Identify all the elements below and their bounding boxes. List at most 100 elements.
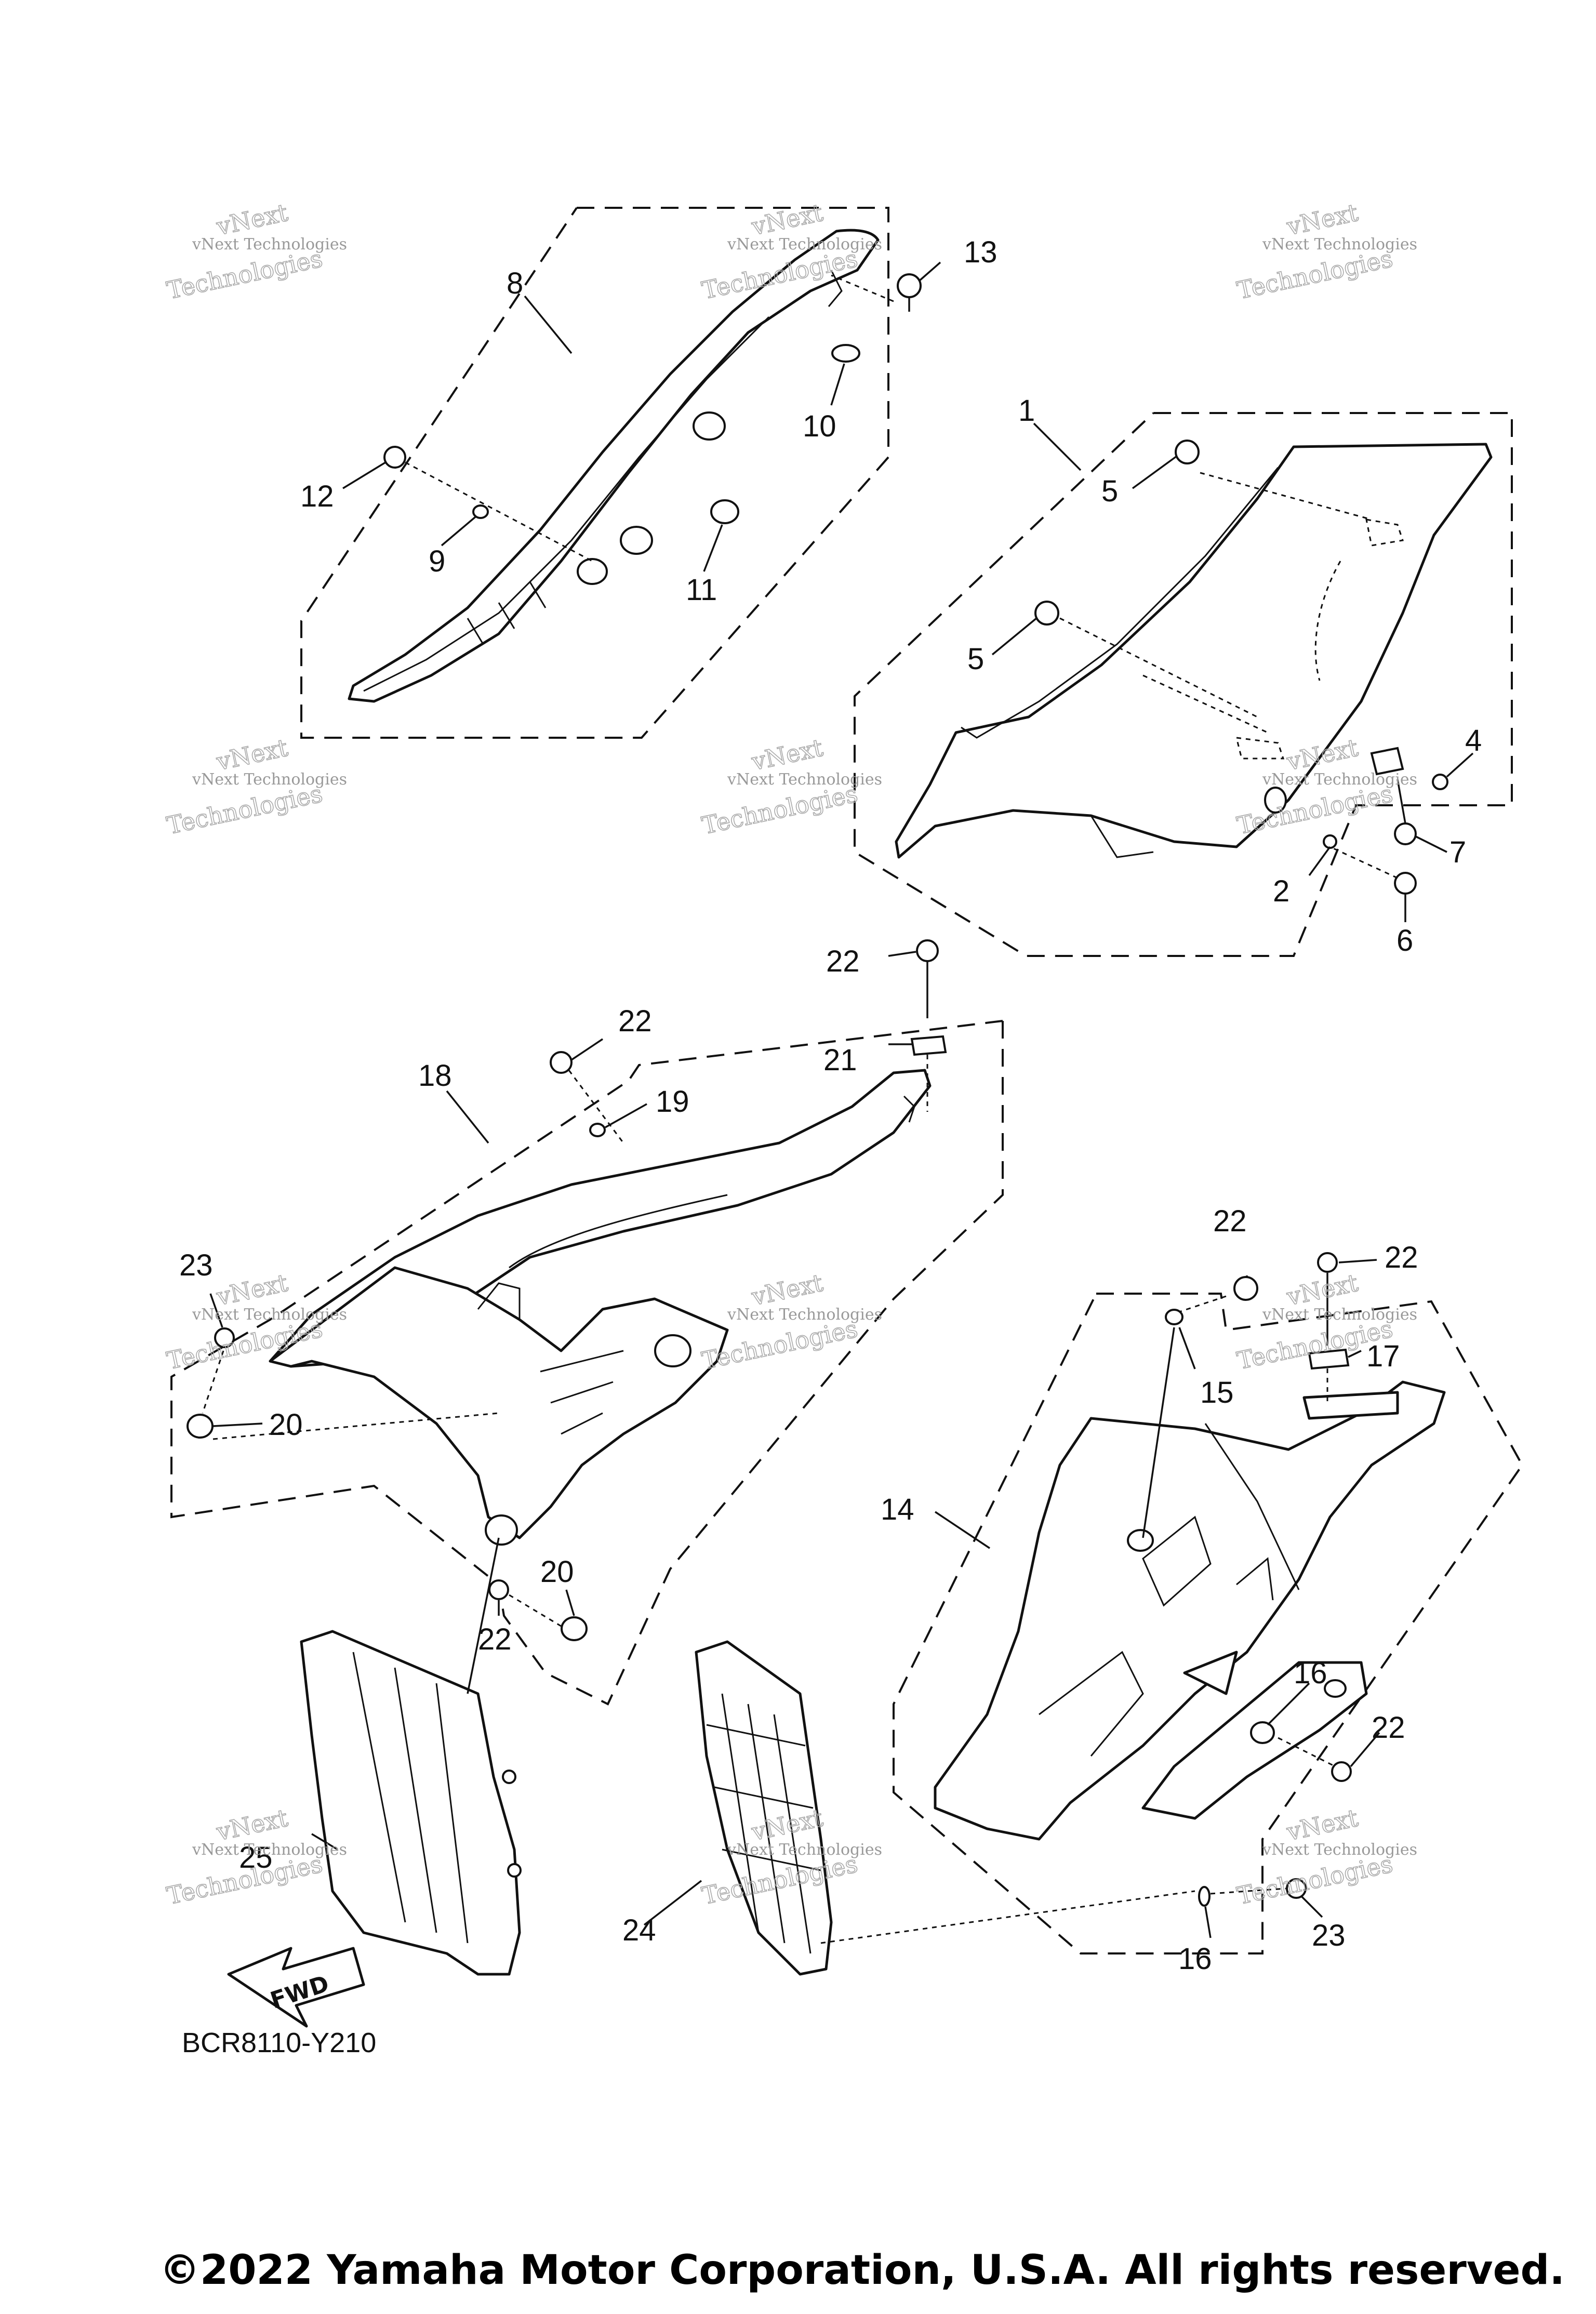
bolt-5b [1034,601,1059,626]
callout-22a: 22 [826,945,860,978]
callout-8: 8 [507,267,523,300]
callout-10: 10 [803,409,836,443]
callout-23a: 23 [179,1248,213,1282]
callout-12: 12 [300,480,334,513]
part-14-shroud-right [934,1380,1446,1841]
bolt-7 [1394,822,1417,845]
svg-text:vNext Technologies: vNext Technologies [192,1306,347,1324]
callout-22e: 22 [1372,1711,1405,1745]
callout-13: 13 [964,235,998,269]
watermark-1: vNext vNext Technologies Technologies [164,198,347,305]
callout-16a: 16 [1294,1656,1327,1690]
bolt-22a [916,939,939,962]
watermark-8: vNext vNext Technologies Technologies [699,1268,882,1375]
callout-2: 2 [1273,874,1289,908]
group-1-boundary [854,412,1513,957]
svg-text:vNext Technologies: vNext Technologies [192,1841,347,1859]
group-8-boundary [300,207,889,739]
hardware-group-14 [1142,1252,1352,1907]
bolt-22f [1331,1761,1352,1782]
callout-20a: 20 [269,1408,303,1442]
callout-22d: 22 [1385,1241,1418,1274]
svg-text:vNext Technologies: vNext Technologies [192,235,347,254]
bolt-22c [488,1579,509,1600]
watermark-4: vNext vNext Technologies Technologies [164,733,347,840]
svg-text:vNext Technologies: vNext Technologies [1262,1306,1417,1324]
rubber-21 [910,1035,947,1056]
callout-22b: 22 [618,1004,652,1038]
collar-19 [589,1123,606,1137]
callout-5b: 5 [967,642,984,676]
hardware-group-1 [1034,440,1448,895]
grommet-20b [561,1616,588,1641]
callout-4: 4 [1465,724,1482,757]
callout-24: 24 [622,1913,656,1947]
rubber-17 [1308,1348,1350,1370]
svg-text:vNext Technologies: vNext Technologies [192,770,347,789]
callout-19: 19 [656,1085,689,1119]
svg-text:vNext: vNext [1284,1804,1361,1846]
collar-15 [1165,1309,1183,1325]
callout-15: 15 [1200,1376,1234,1409]
hardware-group-18 [187,939,947,1641]
svg-text:vNext: vNext [749,734,826,776]
callout-16b: 16 [1178,1942,1212,1976]
bolt-6 [1394,872,1417,895]
watermark-12: vNext vNext Technologies Technologies [1234,1803,1417,1910]
callout-7: 7 [1449,835,1466,869]
svg-text:vNext: vNext [1284,1269,1361,1311]
hardware-group-8 [383,273,922,562]
watermark-10: vNext vNext Technologies Technologies [164,1803,347,1910]
callout-9: 9 [429,544,445,578]
nut-4 [1432,774,1448,790]
callout-18: 18 [418,1059,452,1093]
callout-23b: 23 [1312,1919,1346,1952]
callout-17: 17 [1366,1339,1400,1373]
callout-22f: 22 [478,1623,512,1656]
clip-3 [1370,747,1404,776]
callout-1: 1 [1018,394,1035,428]
svg-text:vNext Technologies: vNext Technologies [1262,1841,1417,1859]
callout-21: 21 [823,1043,857,1077]
grommet-16a [1250,1721,1275,1744]
svg-text:vNext: vNext [214,198,290,241]
leader-lines [209,261,1474,1938]
svg-text:vNext Technologies: vNext Technologies [727,770,882,789]
callout-labels: 1 2 4 5 5 6 7 8 9 10 11 12 13 14 15 16 1… [179,235,1482,1976]
grommet-16b [1198,1886,1211,1907]
bolt-5a [1175,440,1200,464]
svg-text:vNext: vNext [214,1804,290,1846]
svg-text:vNext: vNext [749,198,826,241]
callout-11: 11 [686,573,717,607]
bolt-22e [1317,1252,1338,1273]
watermark-3: vNext vNext Technologies Technologies [1234,198,1417,305]
svg-text:vNext Technologies: vNext Technologies [727,1841,882,1859]
svg-text:vNext: vNext [214,734,290,776]
bolt-23a [214,1327,235,1348]
svg-text:vNext Technologies: vNext Technologies [727,235,882,254]
copyright-text: ©2022 Yamaha Motor Corporation, U.S.A. A… [159,2247,1565,2294]
callout-20b: 20 [540,1555,574,1589]
callout-5a: 5 [1101,474,1118,508]
callout-6: 6 [1396,924,1413,957]
svg-text:vNext: vNext [1284,198,1361,241]
part-18-shroud-left [269,1069,932,1546]
collar-2 [1323,834,1337,849]
callout-14: 14 [881,1493,914,1526]
bolt-23b [1286,1878,1307,1899]
svg-text:vNext Technologies: vNext Technologies [1262,770,1417,789]
group-14-boundary [893,1293,1524,1954]
fwd-arrow-icon: FWD [227,1947,365,2028]
svg-text:vNext: vNext [749,1269,826,1311]
svg-text:vNext Technologies: vNext Technologies [1262,235,1417,254]
part-1-side-cover [895,443,1493,859]
callout-25: 25 [239,1841,273,1874]
svg-text:vNext: vNext [214,1269,290,1311]
part-25-radiator-guard [300,1537,522,1976]
part-8-side-cover-upper [348,229,880,703]
bolt-22b [550,1051,573,1074]
grommet-20a [187,1414,214,1439]
part-24-radiator-guard [695,1640,1195,1976]
callout-22c: 22 [1213,1204,1247,1238]
